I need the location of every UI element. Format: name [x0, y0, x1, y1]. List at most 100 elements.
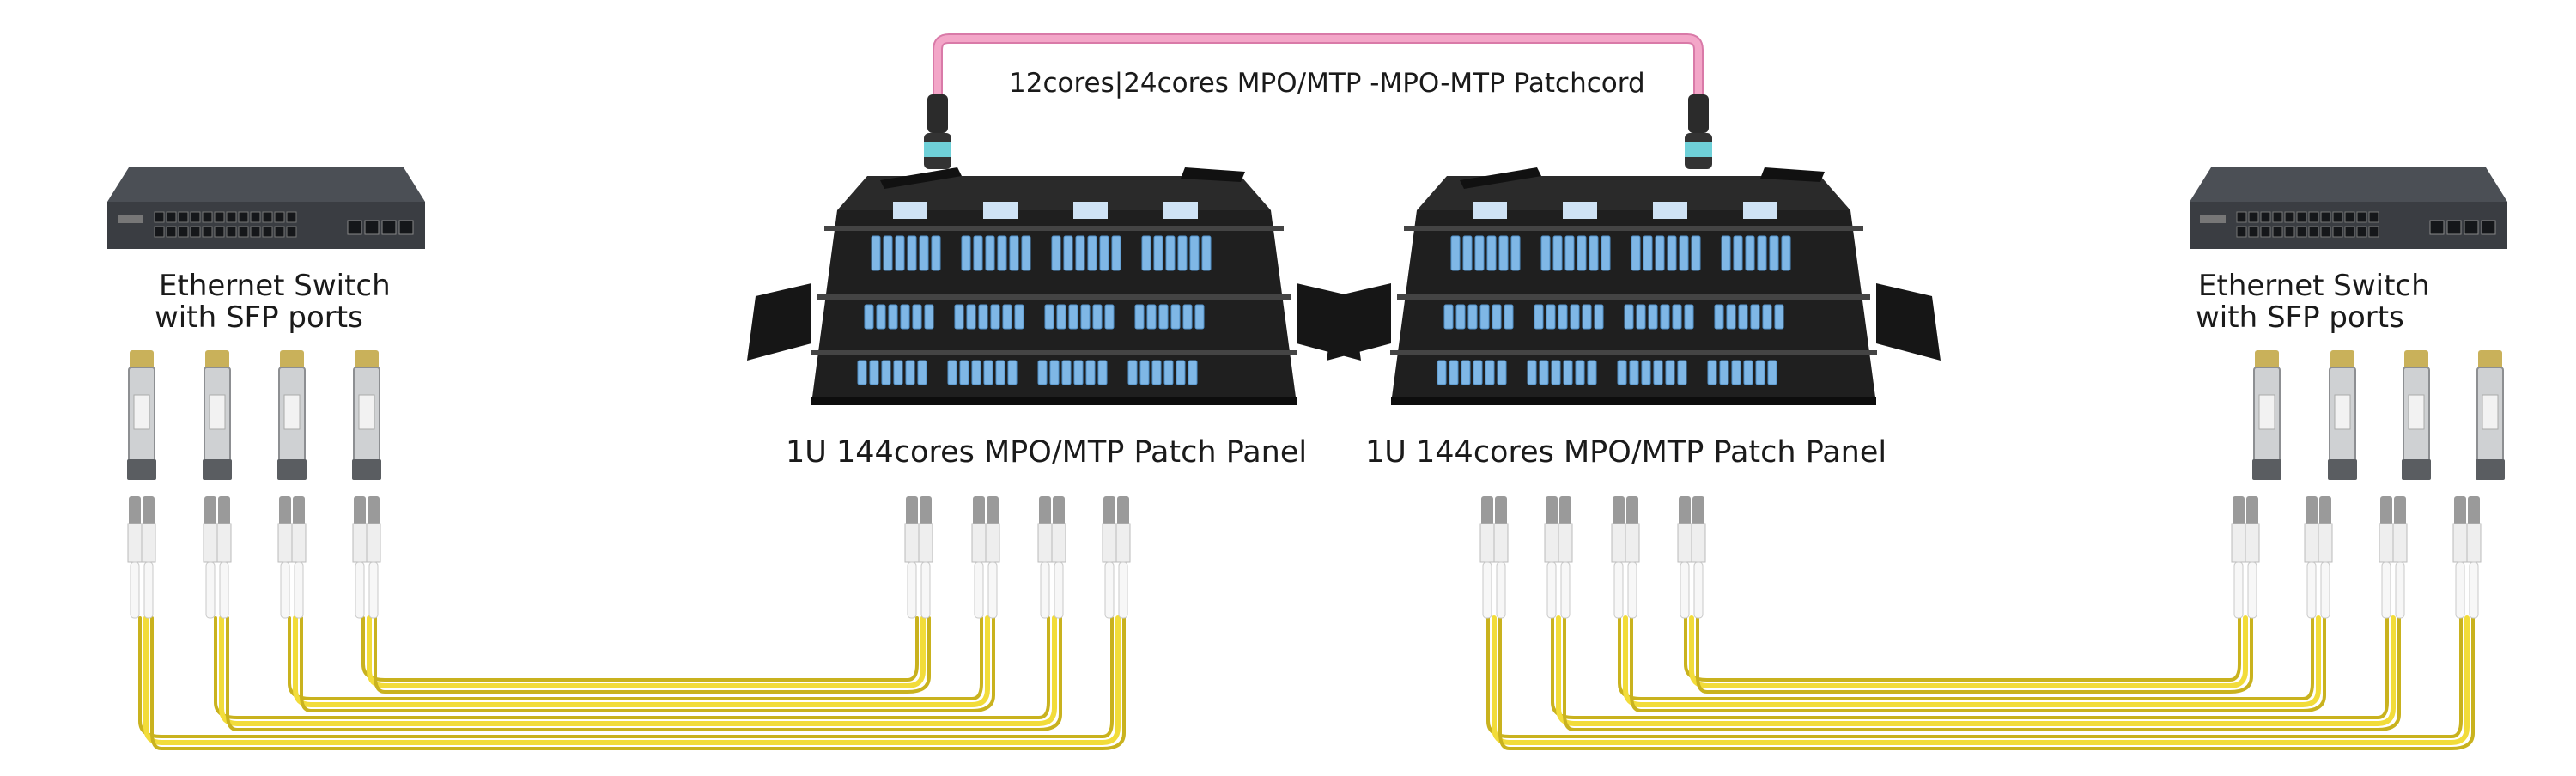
lc-boot — [368, 561, 379, 619]
mpo-latch — [924, 142, 951, 157]
sfp-module-icon — [2402, 350, 2431, 480]
panel-module-label — [1743, 202, 1777, 219]
switch-rj45-port — [274, 211, 285, 223]
switch-rj45-port — [178, 211, 189, 223]
lc-connector-icon — [2231, 496, 2260, 619]
panel-right-label: 1U 144cores MPO/MTP Patch Panel — [1365, 435, 1887, 470]
cable-right-2-strand — [1556, 615, 2396, 726]
switch-rj45-port — [238, 226, 249, 238]
lc-body — [2466, 523, 2482, 563]
lc-boot — [2233, 561, 2244, 619]
sfp-module-icon — [2252, 350, 2281, 480]
switch-sfp-port — [347, 220, 362, 235]
panel-tray-rail — [811, 350, 1297, 355]
lc-body — [1493, 523, 1509, 563]
lc-connector-icon — [127, 496, 156, 619]
lc-boot — [205, 561, 216, 619]
panel-adapter — [997, 235, 1007, 271]
panel-adapter — [1111, 235, 1121, 271]
panel-module-label — [1653, 202, 1687, 219]
panel-adapter — [895, 235, 905, 271]
lc-latch — [1495, 496, 1507, 525]
panel-adapter — [1051, 235, 1061, 271]
switch-rj45-port — [2248, 211, 2259, 223]
sfp-label — [2482, 394, 2499, 430]
lc-latch — [2306, 496, 2318, 525]
patch-panels — [747, 167, 1941, 405]
lc-boot — [2320, 561, 2330, 619]
cable-left-3-strand — [293, 615, 990, 707]
lc-latch — [279, 496, 291, 525]
panel-adapter — [1201, 235, 1212, 271]
panel-adapter — [881, 360, 891, 385]
panel-adapter — [1061, 360, 1072, 385]
sfp-module-icon — [203, 350, 232, 480]
lc-connector-icon — [1677, 496, 1706, 619]
panel-adapter — [1684, 304, 1694, 330]
lc-boot — [1613, 561, 1624, 619]
sfp-bail — [127, 459, 156, 480]
cable-right-1-strand — [1492, 615, 2470, 745]
lc-latch — [1679, 496, 1691, 525]
sfp-label — [2258, 394, 2275, 430]
lc-boot — [1627, 561, 1637, 619]
panel-adapter — [1527, 360, 1537, 385]
lc-latch — [354, 496, 366, 525]
lc-latch — [2233, 496, 2245, 525]
panel-adapter — [1577, 235, 1587, 271]
lc-connector-icon — [904, 496, 933, 619]
panel-adapter — [1479, 304, 1490, 330]
panel-adapter — [1546, 304, 1556, 330]
sfp-tab — [130, 350, 154, 369]
panel-adapter — [1049, 360, 1060, 385]
switch-led-strip — [118, 215, 143, 223]
lc-latch — [129, 496, 141, 525]
panel-adapter — [1153, 235, 1163, 271]
lc-body — [366, 523, 381, 563]
sfp-tab — [280, 350, 304, 369]
switch-rj45-port — [2320, 226, 2331, 238]
panel-adapter — [959, 360, 969, 385]
sfp-module-icon — [2476, 350, 2505, 480]
lc-body — [918, 523, 933, 563]
lc-boot — [1118, 561, 1128, 619]
switch-rj45-port — [2260, 211, 2271, 223]
panel-adapter — [888, 304, 898, 330]
panel-handle-top — [1760, 167, 1825, 182]
lc-latch — [1117, 496, 1129, 525]
panel-adapter — [1146, 304, 1157, 330]
panel-adapter — [1719, 360, 1729, 385]
sfp-tab — [2255, 350, 2279, 369]
panel-adapter — [1134, 304, 1145, 330]
panel-left-label: 1U 144cores MPO/MTP Patch Panel — [786, 435, 1308, 470]
panel-adapter — [1139, 360, 1150, 385]
lc-latch — [1559, 496, 1571, 525]
lc-body — [1102, 523, 1117, 563]
switch-rj45-port — [2308, 226, 2319, 238]
panel-module-label — [1473, 202, 1507, 219]
panel-adapter — [1769, 235, 1779, 271]
panel-adapter — [985, 235, 995, 271]
panel-adapter — [1643, 235, 1653, 271]
panel-module-label — [983, 202, 1018, 219]
panel-adapter — [1745, 235, 1755, 271]
panel-adapter — [931, 235, 941, 271]
panel-adapter — [1176, 360, 1186, 385]
panel-adapter — [1731, 360, 1741, 385]
panel-adapter — [1044, 304, 1054, 330]
lc-latch — [1546, 496, 1558, 525]
sfp-label — [2334, 394, 2351, 430]
cable-right-3-strand — [1618, 616, 2314, 700]
lc-boot — [1054, 561, 1064, 619]
cable-right-4-strand — [1689, 615, 2248, 688]
switch-rj45-port — [202, 226, 213, 238]
panel-handle-top — [880, 167, 962, 189]
lc-latch — [1103, 496, 1115, 525]
panel-adapter — [1707, 360, 1717, 385]
panel-adapter — [990, 304, 1000, 330]
sfp-tab — [205, 350, 229, 369]
switch-rj45-port — [262, 226, 273, 238]
panel-adapter — [1085, 360, 1096, 385]
